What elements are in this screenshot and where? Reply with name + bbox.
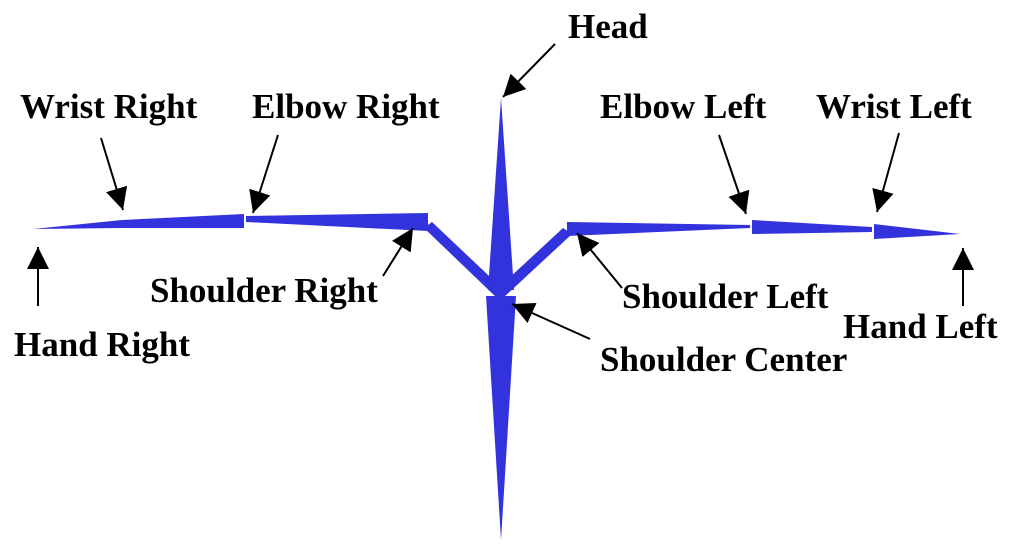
bone-wrist-left-hand-left xyxy=(874,224,960,239)
arrow-head xyxy=(502,43,556,98)
label-elbow-right: Elbow Right xyxy=(252,87,440,126)
bone-shoulder-right-shoulder-center xyxy=(424,222,506,298)
label-shoulder-right: Shoulder Right xyxy=(150,271,378,310)
label-hand-left: Hand Left xyxy=(843,307,998,346)
arrow-wrist-left xyxy=(872,132,900,213)
bone-shoulder-left-elbow-left xyxy=(567,222,750,236)
joint-labels: Head Wrist Right Elbow Right Elbow Left … xyxy=(14,7,998,379)
bone-wrist-right-elbow-right xyxy=(122,214,244,228)
arrow-shoulder-right xyxy=(382,227,414,277)
bone-elbow-left-wrist-left xyxy=(752,220,872,234)
label-wrist-left: Wrist Left xyxy=(816,87,972,126)
bone-shoulder-center-head xyxy=(488,98,514,290)
arrow-shoulder-left xyxy=(576,232,623,289)
label-elbow-left: Elbow Left xyxy=(600,87,767,126)
bone-elbow-right-shoulder-right xyxy=(246,213,428,231)
label-shoulder-left: Shoulder Left xyxy=(622,277,829,316)
arrow-shoulder-center xyxy=(511,302,591,340)
label-shoulder-center: Shoulder Center xyxy=(600,340,847,379)
bone-hand-right-wrist-right xyxy=(33,220,122,229)
skeleton-bones xyxy=(33,98,960,540)
bone-shoulder-left-shoulder-center xyxy=(494,228,572,298)
bone-spine xyxy=(486,296,516,540)
arrow-wrist-right xyxy=(100,137,128,211)
label-head: Head xyxy=(568,7,648,46)
arrow-elbow-right xyxy=(249,134,279,214)
label-wrist-right: Wrist Right xyxy=(20,87,198,126)
arrow-elbow-left xyxy=(718,134,750,215)
label-hand-right: Hand Right xyxy=(14,325,190,364)
callout-arrows xyxy=(27,43,974,340)
